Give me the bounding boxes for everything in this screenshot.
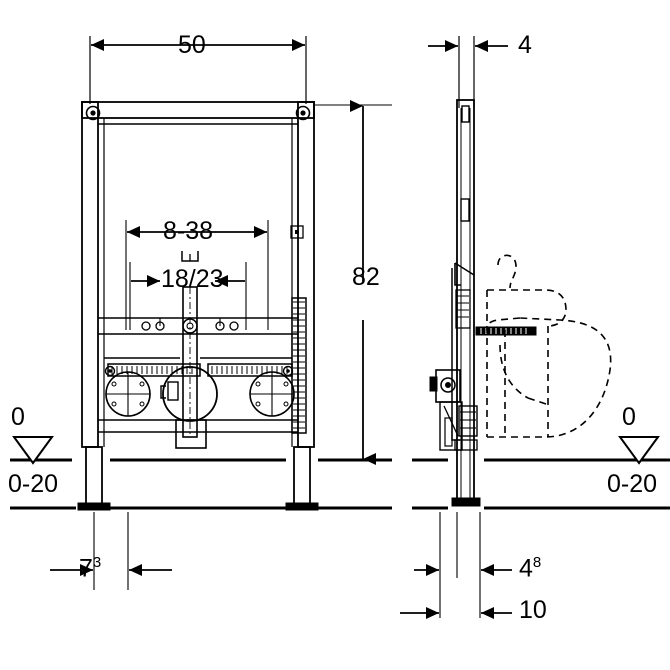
offset-48-value: 4 — [519, 554, 533, 583]
dimension-label-span-8-38: 8-38 — [163, 217, 214, 245]
dimension-label-offset-10: 10 — [519, 596, 547, 624]
dimension-label-leg-offset-73: 73 — [79, 555, 101, 581]
leg-offset-exponent: 3 — [92, 554, 102, 571]
datum-label-side: 0 — [622, 403, 636, 431]
dimension-label-height-82: 82 — [352, 263, 380, 291]
leg-offset-value: 7 — [79, 554, 93, 583]
front-view-group — [10, 36, 392, 590]
offset-48-exponent: 8 — [532, 554, 542, 571]
dimension-label-span-18-23: 18/23 — [161, 265, 224, 293]
floor-tolerance-label-front: 0-20 — [8, 470, 59, 498]
datum-label-front: 0 — [11, 403, 25, 431]
side-view-group — [400, 36, 670, 619]
dimension-label-thickness-4: 4 — [518, 31, 532, 59]
dimension-label-width-50: 50 — [178, 31, 206, 59]
floor-tolerance-label-side: 0-20 — [607, 470, 658, 498]
dimension-label-offset-48: 48 — [519, 555, 541, 581]
